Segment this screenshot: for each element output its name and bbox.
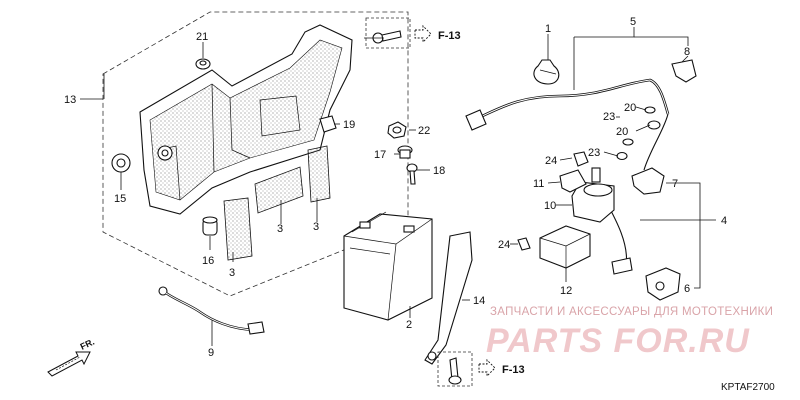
watermark-tagline: ЗАПЧАСТИ И АКСЕССУАРЫ ДЛЯ МОТОТЕХНИКИ [490, 306, 773, 318]
watermark: ЗАПЧАСТИ И АКСЕССУАРЫ ДЛЯ МОТОТЕХНИКИ PA… [486, 306, 773, 360]
callout-13: 13 [64, 94, 76, 106]
ground-cable [158, 286, 265, 335]
callout-18: 18 [433, 165, 445, 177]
part-11-holder [559, 169, 587, 193]
battery-band [424, 231, 473, 365]
part-17-collar [397, 145, 413, 159]
callout-8: 8 [684, 46, 690, 58]
callout-10: 10 [544, 200, 556, 212]
callout-15: 15 [114, 193, 126, 205]
part-19-clip [319, 115, 337, 133]
callout-17: 17 [374, 149, 386, 161]
callout-11: 11 [533, 178, 544, 190]
watermark-brand: PARTS FOR.RU [486, 322, 750, 360]
callout-2: 2 [406, 319, 412, 331]
callout-14: 14 [473, 295, 485, 307]
part-22-nut [387, 121, 407, 139]
part-21-nut [195, 58, 211, 70]
callout-20b: 20 [616, 126, 628, 138]
part-12-fuse-box [539, 225, 591, 269]
reference-arrow-bottom [478, 358, 496, 378]
callout-20a: 20 [624, 102, 636, 114]
callout-24a: 24 [545, 155, 557, 167]
callout-3a: 3 [229, 267, 235, 279]
part-8-cover [671, 59, 697, 83]
reference-label-top: F-13 [438, 30, 461, 42]
part-1-clamp [533, 59, 560, 85]
direction-label: FR. [79, 337, 96, 352]
callout-22: 22 [418, 125, 430, 137]
part-3-pads [223, 145, 331, 261]
battery [343, 211, 433, 321]
reference-arrow-top [414, 24, 432, 44]
part-24-screws [517, 151, 589, 251]
callout-19: 19 [343, 119, 355, 131]
callout-7: 7 [672, 178, 678, 190]
part-7-cover [631, 167, 665, 195]
battery-box [139, 24, 353, 215]
callout-23b: 23 [588, 147, 600, 159]
parts-20-23-small [616, 106, 661, 161]
callout-3c: 3 [313, 221, 319, 233]
bolt-top [365, 17, 411, 49]
diagram-code: KPTAF2700 [721, 382, 775, 393]
callout-16: 16 [202, 255, 214, 267]
bolt-bottom [437, 351, 473, 387]
part-15-grommet [111, 153, 131, 173]
part-18-screw [406, 163, 418, 185]
callout-numbers: 13 21 15 16 3 3 3 19 22 17 18 2 14 9 1 5… [64, 16, 727, 359]
callout-1: 1 [545, 23, 551, 35]
callout-3b: 3 [277, 223, 283, 235]
part-6-cover [645, 267, 681, 301]
direction-arrow [47, 351, 91, 377]
callout-6: 6 [684, 283, 690, 295]
callout-24b: 24 [498, 239, 510, 251]
callout-9: 9 [208, 347, 214, 359]
part-16-cushion [202, 216, 218, 236]
battery-box-group-outline [102, 11, 409, 297]
callout-23a: 23 [603, 111, 615, 123]
callout-12: 12 [560, 285, 572, 297]
callout-4: 4 [721, 215, 727, 227]
callout-21: 21 [196, 31, 208, 43]
reference-label-bottom: F-13 [502, 364, 525, 376]
wire-harness [465, 78, 670, 275]
callout-5: 5 [630, 16, 636, 28]
leader-lines [80, 27, 716, 346]
